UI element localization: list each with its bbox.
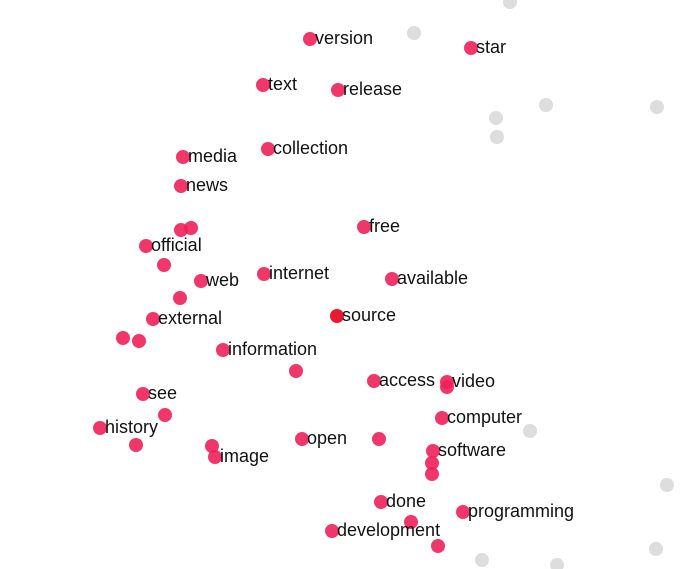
word-label: collection [273,138,348,158]
word-point [136,387,150,401]
word-point [464,41,478,55]
word-label: external [158,308,222,328]
word-point [116,331,130,345]
word-label: video [452,371,495,391]
word-point [174,223,188,237]
word-point [139,239,153,253]
word-point [216,343,230,357]
word-point [357,220,371,234]
word-point [426,444,440,458]
word-label: programming [468,501,574,521]
word-point [374,495,388,509]
word-point [158,408,172,422]
word-label: source [342,305,396,325]
word-label: computer [447,407,522,427]
background-point [490,130,504,144]
word-label: free [369,216,400,236]
word-point [257,267,271,281]
word-point [208,450,222,464]
word-point [367,374,381,388]
background-point [660,478,674,492]
word-point [157,258,171,272]
word-point [173,291,187,305]
word-point [435,411,449,425]
word-label: star [476,37,506,57]
background-point [523,424,537,438]
word-label: official [151,235,202,255]
background-point [650,100,664,114]
word-point [385,272,399,286]
word-point [93,421,107,435]
highlighted-points [93,32,478,553]
word-point [425,467,439,481]
word-point [303,32,317,46]
word-point [256,78,270,92]
word-point [431,539,445,553]
word-point [330,309,344,323]
background-point [503,0,517,9]
word-point [132,334,146,348]
word-label: release [343,79,402,99]
word-label: internet [269,263,329,283]
word-label: see [148,383,177,403]
word-point [176,150,190,164]
word-label: web [205,270,239,290]
word-label: news [186,175,228,195]
word-point [174,179,188,193]
word-label: development [337,520,440,540]
word-point [456,505,470,519]
word-label: history [105,417,158,437]
word-point [372,432,386,446]
background-point [407,26,421,40]
word-label: done [386,491,426,511]
background-point [550,558,564,569]
word-label: open [307,428,347,448]
word-point [295,432,309,446]
background-point [539,98,553,112]
word-point [205,439,219,453]
word-point [289,364,303,378]
point-labels: version star text release media collection new… [105,28,574,540]
background-point [489,111,503,125]
word-label: image [220,446,269,466]
word-label: access [379,370,435,390]
background-points [407,0,674,569]
word-point [325,524,339,538]
word-point [404,515,418,529]
word-point [331,83,345,97]
background-point [475,553,489,567]
background-point [649,542,663,556]
word-point [146,312,160,326]
word-label: version [315,28,373,48]
word-label: available [397,268,468,288]
word-label: text [268,74,297,94]
word-label: media [188,146,238,166]
word-point [440,375,454,389]
word-label: information [228,339,317,359]
word-label: software [438,440,506,460]
word-point [261,142,275,156]
word-point [129,438,143,452]
word-point [194,274,208,288]
word-point [425,456,439,470]
